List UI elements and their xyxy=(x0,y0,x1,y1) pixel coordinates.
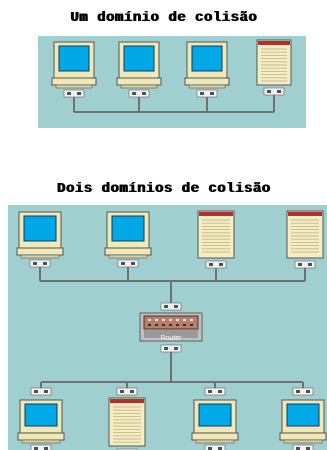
computer-icon xyxy=(184,41,230,98)
router-top-port xyxy=(160,302,182,311)
server-icon xyxy=(286,210,324,269)
computer-icon-port xyxy=(292,387,314,396)
router-label: Router xyxy=(160,335,182,342)
diagram-one-title: Um domínio de colisão xyxy=(70,10,257,26)
computer-icon xyxy=(279,399,327,450)
computer-icon xyxy=(104,211,152,268)
computer-icon xyxy=(16,211,64,268)
computer-icon-port xyxy=(30,387,52,396)
router-bottom-port xyxy=(160,344,182,353)
server-icon xyxy=(256,39,292,96)
computer-icon-port xyxy=(204,387,226,396)
router-icon xyxy=(139,312,203,342)
server-icon-port xyxy=(116,387,138,396)
computer-icon xyxy=(116,41,162,98)
computer-icon xyxy=(191,399,239,450)
server-icon xyxy=(108,397,146,450)
diagram-two-title: Dois domínios de colisão xyxy=(56,181,271,197)
server-icon xyxy=(197,210,235,269)
computer-icon xyxy=(51,41,97,98)
computer-icon xyxy=(17,399,65,450)
